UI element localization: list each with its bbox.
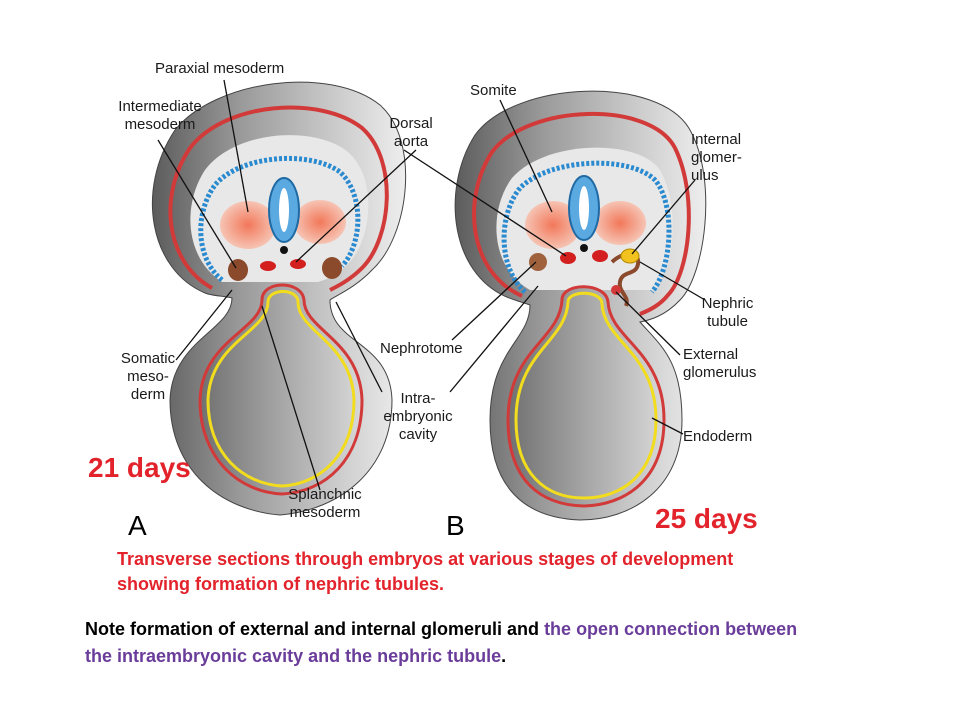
- label-intermediate-mesoderm: Intermediate mesoderm: [118, 98, 202, 133]
- embryo-a-notochord: [280, 246, 288, 254]
- embryo-b-notochord: [580, 244, 588, 252]
- embryo-b-neural-canal: [579, 186, 589, 230]
- label-nephrotome: Nephrotome: [380, 340, 463, 357]
- embryo-b-ectoderm: [472, 112, 691, 316]
- label-internal-glomerulus: Internal glomer- ulus: [691, 131, 742, 184]
- label-nephric-tubule: Nephric tubule: [701, 295, 754, 330]
- embryo-b-nephrotome-left: [529, 253, 547, 271]
- panel-label-b: B: [446, 510, 465, 541]
- label-somatic-mesoderm: Somatic meso- derm: [120, 350, 176, 403]
- embryo-a-endoderm: [206, 290, 356, 488]
- embryo-a: [151, 81, 407, 516]
- embryo-b-external-glomerulus: [611, 285, 621, 295]
- label-somite: Somite: [470, 82, 517, 99]
- panel-label-a: A: [128, 510, 147, 541]
- embryo-a-ectoderm: [168, 105, 389, 292]
- embryo-b-blue-layer: [501, 160, 672, 294]
- figure-caption: Transverse sections through embryos at v…: [117, 549, 734, 594]
- label-dorsal-aorta: Dorsal aorta: [389, 115, 433, 150]
- label-intraembryonic-cavity: Intra- embryonic cavity: [383, 390, 453, 443]
- embryo-b: [454, 90, 707, 521]
- embryo-a-intermediate-left: [228, 259, 248, 281]
- embryo-b-internal-glomerulus: [620, 248, 640, 264]
- embryo-b-aorta-right: [592, 250, 608, 262]
- embryo-a-intermediate-right: [322, 257, 342, 279]
- embryo-a-blue-layer: [198, 155, 361, 282]
- embryo-b-somite-right: [594, 201, 646, 245]
- label-endoderm: Endoderm: [683, 428, 753, 445]
- embryo-a-neural-canal: [279, 188, 289, 232]
- note-text: Note formation of external and internal …: [85, 616, 805, 670]
- embryo-a-paraxial-left: [220, 201, 276, 249]
- note-part-1: Note formation of external and internal …: [85, 619, 545, 639]
- embryo-b-somite-left: [525, 201, 581, 249]
- stage-b-days: 25 days: [655, 503, 758, 534]
- embryo-a-paraxial-right: [294, 200, 346, 244]
- note-part-3: .: [501, 646, 507, 666]
- label-paraxial-mesoderm: Paraxial mesoderm: [155, 60, 285, 77]
- leader-lines: [157, 79, 706, 491]
- embryo-a-aorta-right: [290, 259, 306, 269]
- embryo-b-endoderm: [514, 291, 658, 500]
- note-highlight: the open connection between the intraemb…: [85, 619, 798, 666]
- label-splanchnic-mesoderm: Splanchnic mesoderm: [288, 486, 362, 521]
- embryo-a-aorta-left: [260, 261, 276, 271]
- stage-a-days: 21 days: [88, 452, 191, 483]
- label-external-glomerulus: External glomerulus: [683, 346, 757, 381]
